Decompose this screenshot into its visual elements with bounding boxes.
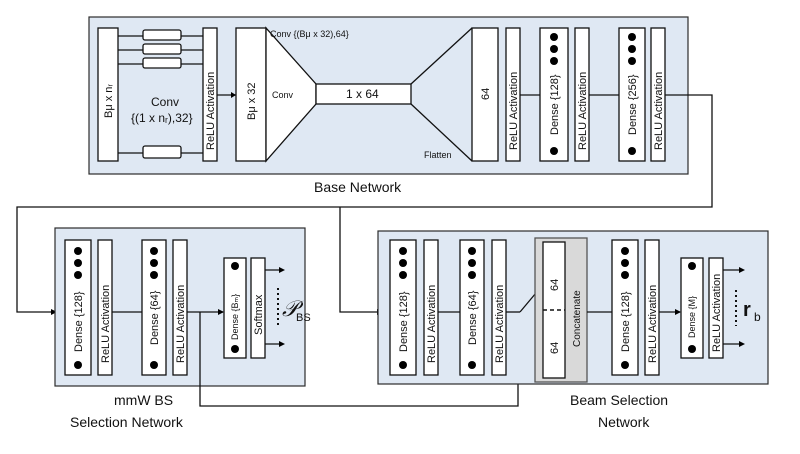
feature-map-label: Bμ x 32 [246, 82, 258, 120]
conv-filter [142, 57, 182, 69]
mmw-output-sub: BS [296, 312, 311, 324]
vector-label: 1 x 64 [346, 87, 379, 101]
concatenate-label: Concatenate [572, 290, 583, 347]
base-relu-1-label: ReLU Activation [205, 72, 217, 150]
mmw-softmax [250, 257, 266, 359]
beam-relu-3 [644, 239, 660, 376]
mmw-relu-1-label: ReLU Activation [100, 285, 112, 363]
beam-relu-3-label: ReLU Activation [647, 285, 659, 363]
beam-relu-4 [708, 257, 724, 359]
input-fanout [118, 35, 143, 154]
arrow-head [231, 92, 236, 98]
mmw-caption-line2: Selection Network [70, 414, 184, 430]
beam-relu-1-label: ReLU Activation [426, 285, 438, 363]
beam-relu-2 [491, 239, 507, 376]
conv1-params: {(1 x nᵣ),32} [131, 111, 193, 125]
dim64-block [471, 27, 499, 162]
beam-caption-line2: Network [598, 414, 650, 430]
mmw-dense-128-label: Dense {128} [73, 291, 85, 352]
base-network-caption: Base Network [314, 179, 402, 195]
base-dense-128 [539, 27, 569, 162]
conv1-label: Conv [151, 95, 179, 109]
mmw-dense-64-label: Dense {64} [149, 290, 161, 345]
mmw-softmax-label: Softmax [253, 294, 265, 335]
beam-dense-128b-label: Dense {128} [620, 291, 632, 352]
input-label: Bμ x nᵣ [103, 84, 115, 118]
mmw-caption-line1: mmW BS [114, 392, 173, 408]
beam-output-symbol: r [743, 299, 751, 321]
beam-dense-m-label: Dense {M} [687, 296, 697, 338]
beam-relu-4-label: ReLU Activation [711, 274, 723, 352]
conv-filter [142, 43, 182, 55]
mmw-relu-2 [172, 239, 188, 376]
vector-block [315, 83, 412, 105]
base-dense-256-label: Dense {256} [627, 74, 639, 135]
base-dense-128-label: Dense {128} [549, 74, 561, 135]
beam-dense-64-label: Dense {64} [467, 290, 479, 345]
conv2-label: Conv [272, 90, 294, 100]
dim64-label: 64 [480, 88, 492, 100]
mmw-output-arrows [265, 267, 285, 347]
flatten-label: Flatten [424, 150, 452, 160]
beam-output-arrows [723, 267, 745, 347]
mmw-relu-2-label: ReLU Activation [175, 285, 187, 363]
beam-dense-128-label: Dense {128} [398, 291, 410, 352]
base-relu-2-label: ReLU Activation [508, 72, 520, 150]
conv-filter [142, 29, 182, 41]
mmw-dense-64 [141, 239, 167, 376]
beam-caption-line1: Beam Selection [570, 392, 668, 408]
mmw-dense-bm [223, 257, 247, 359]
filter-to-relu [181, 35, 203, 154]
conv-filter [142, 145, 182, 159]
mmw-relu-1 [97, 239, 113, 376]
beam-relu-2-label: ReLU Activation [494, 285, 506, 363]
concat-top-label: 64 [549, 279, 561, 291]
concat-bottom-label: 64 [549, 342, 561, 354]
conv2-params: Conv {(Bμ x 32),64} [270, 29, 349, 39]
input-block [97, 27, 119, 162]
beam-dense-m [680, 257, 704, 359]
conv-filters [142, 29, 182, 159]
beam-relu-1 [423, 239, 439, 376]
beam-output-sub: b [754, 310, 761, 324]
feature-map-block [235, 27, 267, 162]
base-relu-3-label: ReLU Activation [577, 72, 589, 150]
base-relu-4-label: ReLU Activation [653, 72, 665, 150]
mmw-dense-bm-label: Dense {Bₘ} [230, 294, 240, 340]
